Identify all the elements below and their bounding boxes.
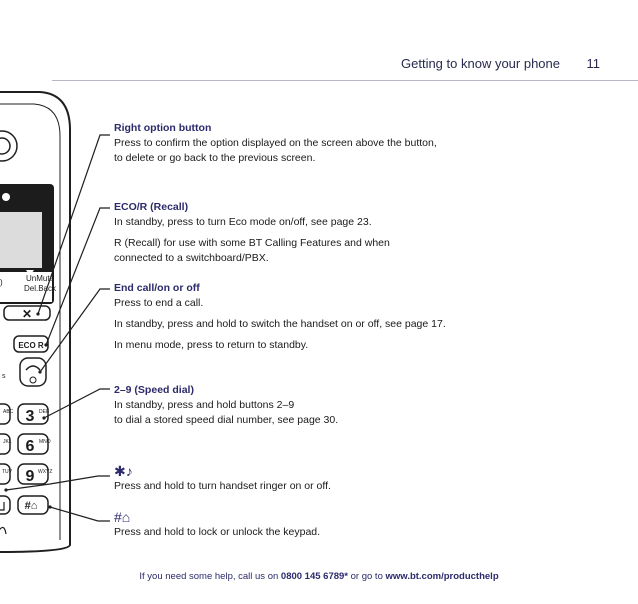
- svg-text:DEF: DEF: [39, 409, 49, 415]
- section-text: Press to end a call.: [114, 297, 204, 309]
- section-text: Press and hold to turn handset ringer on…: [114, 480, 331, 492]
- phone-illustration: UnMute Del.Back ) ✕ ECO R s ABC 3 DEF JK…: [0, 91, 110, 553]
- key-hash: [17, 495, 49, 515]
- callout-lines: [5, 134, 110, 522]
- key-0: [0, 495, 11, 515]
- section-heading: 2–9 (Speed dial): [114, 384, 194, 396]
- section-text: In standby, press and hold buttons 2–9: [114, 399, 295, 411]
- section-speed-dial: 2–9 (Speed dial) In standby, press and h…: [114, 383, 614, 428]
- section-hash-key: #⌂ Press and hold to lock or unlock the …: [114, 510, 614, 540]
- svg-text:MNO: MNO: [39, 439, 51, 445]
- section-heading: ECO/R (Recall): [114, 201, 189, 213]
- svg-text:ABC: ABC: [3, 409, 14, 415]
- section-text: to delete or go back to the previous scr…: [114, 152, 316, 164]
- section-end-call: End call/on or off Press to end a call. …: [114, 281, 614, 353]
- bt-logo: [2, 193, 10, 201]
- section-text: In standby, press to turn Eco mode on/of…: [114, 216, 372, 228]
- eco-key: [13, 335, 49, 353]
- section-eco: ECO/R (Recall) In standby, press to turn…: [114, 200, 614, 266]
- section-text: connected to a switchboard/PBX.: [114, 252, 269, 264]
- footer-phone: 0800 145 6789*: [280, 571, 348, 582]
- header-rule: [52, 80, 638, 81]
- section-text: to dial a stored speed dial number, see …: [114, 414, 339, 426]
- svg-text:9: 9: [26, 468, 35, 485]
- svg-text:#⌂: #⌂: [25, 500, 38, 512]
- section-star-key: ✱♪ Press and hold to turn handset ringer…: [114, 464, 614, 494]
- section-text: R (Recall) for use with some BT Calling …: [114, 237, 390, 249]
- key-3: [17, 403, 49, 425]
- phone-body-outline: [0, 91, 71, 553]
- page-number: 11: [586, 56, 601, 71]
- svg-text:JKL: JKL: [3, 439, 12, 445]
- footer-middle: or go to: [348, 571, 386, 582]
- star-ringer-icon: ✱♪: [114, 463, 133, 479]
- svg-text:✕: ✕: [22, 307, 32, 321]
- earpiece: [0, 130, 18, 162]
- key-6: [17, 433, 49, 455]
- key-8: [0, 463, 11, 485]
- footer-url-link[interactable]: www.bt.com/producthelp: [385, 571, 499, 582]
- section-text: In menu mode, press to return to standby…: [114, 339, 309, 351]
- help-footer: If you need some help, call us on 0800 1…: [0, 571, 638, 582]
- section-heading: Right option button: [114, 122, 212, 134]
- right-option-key: [3, 305, 51, 321]
- key-2: [0, 403, 11, 425]
- svg-text:WXYZ: WXYZ: [38, 469, 52, 475]
- svg-text:): ): [0, 278, 3, 287]
- section-text: Press and hold to lock or unlock the key…: [114, 526, 321, 538]
- svg-text:6: 6: [26, 438, 35, 455]
- section-heading: End call/on or off: [114, 282, 200, 294]
- section-right-option: Right option button Press to confirm the…: [114, 121, 614, 166]
- svg-text:TUV: TUV: [2, 469, 13, 475]
- page-title: Getting to know your phone: [401, 56, 560, 71]
- softkey-label-unmute: UnMute: [26, 274, 55, 283]
- footer-prefix: If you need some help, call us on: [139, 571, 281, 582]
- softkey-label-delback: Del.Back: [24, 284, 57, 293]
- svg-text:3: 3: [26, 408, 35, 425]
- end-call-key: [19, 357, 47, 387]
- section-text: Press to confirm the option displayed on…: [114, 137, 437, 149]
- key-9: [17, 463, 49, 485]
- section-text: In standby, press and hold to switch the…: [114, 318, 446, 330]
- svg-text:ECO R: ECO R: [18, 341, 44, 350]
- screen: [0, 212, 42, 268]
- hash-lock-icon: #⌂: [114, 509, 131, 525]
- key-5: [0, 433, 11, 455]
- svg-text:s: s: [2, 373, 6, 380]
